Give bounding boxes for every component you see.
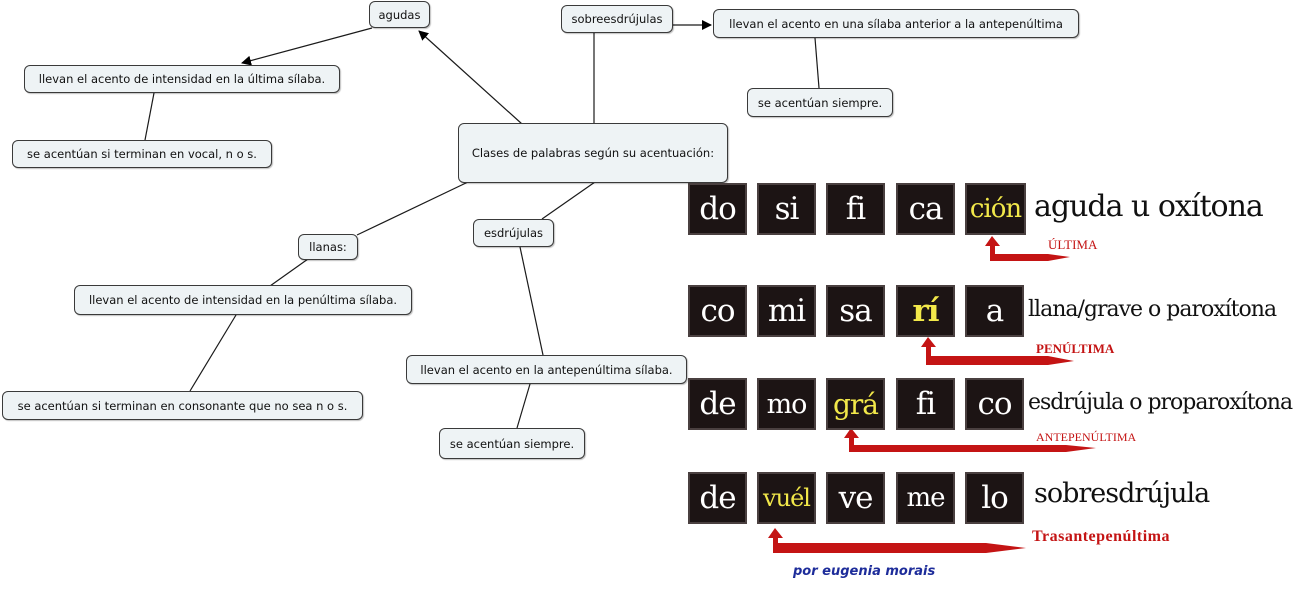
accent-examples-image: do si fi ca ción aguda u oxítona ÚLTIMA …: [686, 180, 1293, 584]
link-esdr-def: [519, 246, 544, 356]
syllable-tile: do: [688, 183, 747, 235]
syllable-tile: de: [688, 378, 747, 430]
node-llanas-rule[interactable]: se acentúan si terminan en consonante qu…: [2, 391, 363, 420]
word-class-label: aguda u oxítona: [1034, 189, 1264, 224]
syllable-tile: fi: [826, 183, 885, 235]
word-class-label: esdrújula o proparoxítona: [1028, 390, 1293, 415]
stressed-syllable-tile: grá: [826, 378, 885, 430]
link-agudas-rule: [144, 92, 155, 141]
stress-position-label: Trasantepenúltima: [1032, 528, 1170, 545]
node-esdr-def[interactable]: llevan el acento en la antepenúltima síl…: [406, 355, 687, 384]
syllable-tile: a: [965, 285, 1024, 337]
node-sobre-rule[interactable]: se acentúan siempre.: [747, 88, 893, 117]
node-agudas-def[interactable]: llevan el acento de intensidad en la últ…: [24, 65, 340, 93]
stress-position-label: PENÚLTIMA: [1036, 341, 1115, 356]
syllable-tile: sa: [826, 285, 885, 337]
node-agudas-rule[interactable]: se acentúan si terminan en vocal, n o s.: [12, 140, 272, 168]
node-sobreesdrujulas[interactable]: sobreesdrújulas: [561, 5, 673, 33]
link-center-llanas: [356, 181, 469, 236]
link-agudas-def: [241, 27, 373, 66]
stressed-syllable-tile: rí: [896, 285, 955, 337]
stressed-syllable-tile: vuél: [757, 472, 816, 524]
node-llanas-def[interactable]: llevan el acento de intensidad en la pen…: [74, 285, 412, 315]
stress-position-label: ÚLTIMA: [1048, 237, 1098, 252]
link-center-esdr: [541, 181, 596, 220]
syllable-tile: me: [896, 472, 955, 524]
syllable-tile: lo: [965, 472, 1024, 524]
node-agudas[interactable]: agudas: [369, 1, 430, 28]
node-esdr-rule[interactable]: se acentúan siempre.: [439, 428, 585, 459]
syllable-tile: ve: [826, 472, 885, 524]
link-esdr-rule: [516, 383, 531, 429]
syllable-tile: fi: [896, 378, 955, 430]
syllable-tile: de: [688, 472, 747, 524]
link-llanas-def: [269, 258, 309, 287]
syllable-tile: ca: [896, 183, 955, 235]
author-credit: por eugenia morais: [793, 564, 936, 579]
stress-position-label: ANTEPENÚLTIMA: [1036, 430, 1137, 444]
syllable-tile: si: [757, 183, 816, 235]
node-llanas[interactable]: llanas:: [298, 234, 358, 260]
word-class-label: sobresdrújula: [1034, 478, 1210, 509]
syllable-tile: mi: [757, 285, 816, 337]
node-sobre-def[interactable]: llevan el acento en una sílaba anterior …: [713, 9, 1079, 38]
link-llanas-rule: [189, 314, 237, 392]
link-center-agudas: [418, 30, 523, 125]
syllable-tile: co: [965, 378, 1024, 430]
syllable-tile: co: [688, 285, 747, 337]
red-arrows: [768, 236, 1096, 553]
node-esdrujulas[interactable]: esdrújulas: [473, 219, 554, 247]
syllable-tile: mo: [757, 378, 816, 430]
stressed-syllable-tile: ción: [965, 183, 1026, 235]
link-sobre-rule: [814, 37, 820, 89]
node-center[interactable]: Clases de palabras según su acentuación:: [458, 123, 728, 183]
word-class-label: llana/grave o paroxítona: [1028, 297, 1277, 322]
